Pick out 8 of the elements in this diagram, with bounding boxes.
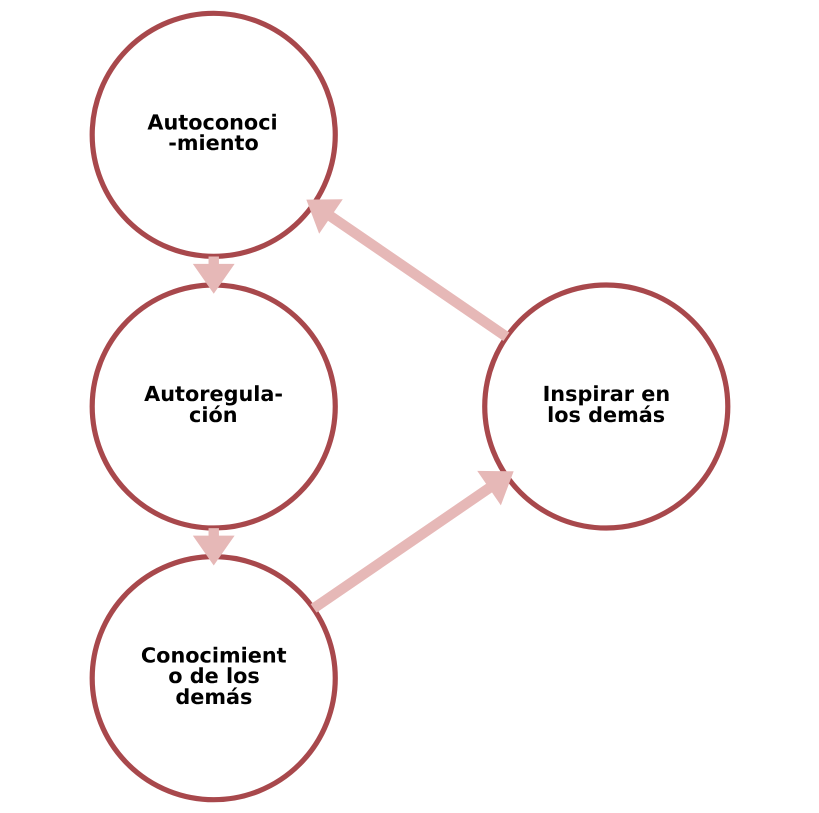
node-circle: Autoconoci -miento bbox=[89, 10, 338, 259]
node-circle: Autoregula- ción bbox=[89, 282, 338, 531]
node-circle: Conocimient o de los demás bbox=[89, 554, 338, 802]
arrow bbox=[192, 256, 234, 294]
arrow bbox=[306, 199, 509, 342]
arrow bbox=[310, 470, 514, 613]
node-circle: Inspirar en los demás bbox=[482, 282, 730, 531]
arrow bbox=[192, 528, 234, 566]
